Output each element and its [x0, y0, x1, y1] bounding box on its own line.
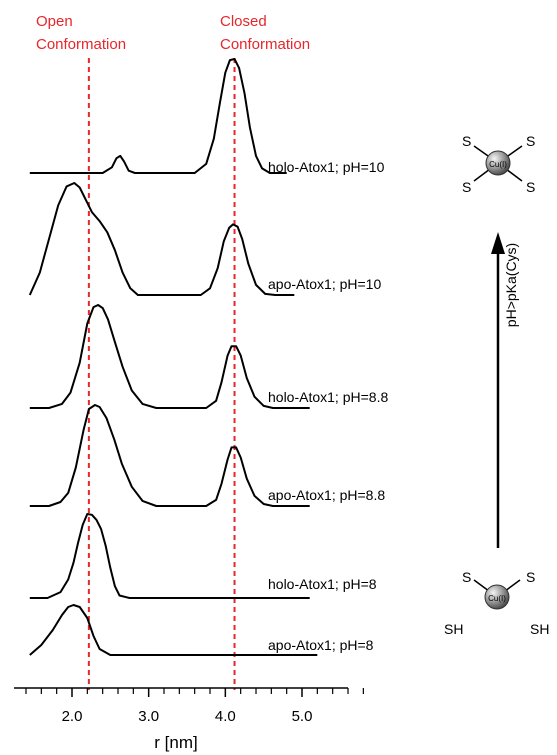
top-complex: Cu(I) S S S S — [462, 133, 535, 195]
reaction-arrow-head — [491, 232, 505, 254]
x-axis-label: r [nm] — [154, 733, 197, 752]
open-conformation-label-line1: Open — [36, 13, 73, 30]
series-holo-atox1-ph8-8 — [29, 304, 310, 409]
top-sulfur-2: S — [526, 133, 535, 149]
series-holo-atox1-ph8 — [29, 513, 310, 599]
series-label-holo-atox1-ph10: holo-Atox1; pH=10 — [268, 159, 385, 175]
bottom-copper-label: Cu(I) — [488, 594, 506, 603]
bottom-thiol-1: SH — [444, 621, 463, 637]
series-apo-atox1-ph8-8 — [29, 404, 310, 507]
bottom-copper-atom — [484, 584, 510, 610]
series-label-holo-atox1-ph8-8: holo-Atox1; pH=8.8 — [268, 389, 388, 405]
series-apo-atox1-ph10 — [28, 182, 295, 296]
top-copper-atom — [485, 150, 511, 176]
series-label-apo-atox1-ph10: apo-Atox1; pH=10 — [268, 276, 381, 292]
top-sulfur-3: S — [462, 179, 471, 195]
series-apo-atox1-ph8 — [29, 604, 318, 656]
open-conformation-label-line2: Conformation — [36, 36, 126, 53]
x-tick-label-2: 2.0 — [62, 708, 83, 725]
top-sulfur-4: S — [526, 179, 535, 195]
bottom-complex: Cu(I) S S SH SH — [444, 569, 549, 637]
bottom-thiol-2: SH — [530, 621, 549, 637]
series-label-holo-atox1-ph8: holo-Atox1; pH=8 — [268, 576, 377, 592]
x-tick-label-4: 4.0 — [215, 708, 236, 725]
top-copper-label: Cu(I) — [489, 160, 507, 169]
series-label-apo-atox1-ph8-8: apo-Atox1; pH=8.8 — [268, 487, 385, 503]
x-tick-label-3: 3.0 — [138, 708, 159, 725]
x-axis-minor-ticks — [25, 688, 364, 694]
series-label-apo-atox1-ph8: apo-Atox1; pH=8 — [268, 637, 374, 653]
closed-conformation-label-line2: Conformation — [220, 36, 310, 53]
reaction-arrow-label: pH>pKa(Cys) — [503, 243, 519, 327]
closed-conformation-label-line1: Closed — [220, 13, 267, 30]
top-sulfur-1: S — [462, 133, 471, 149]
bottom-sulfur-2: S — [526, 569, 535, 585]
series-holo-atox1-ph10 — [29, 58, 287, 174]
bottom-sulfur-1: S — [462, 569, 471, 585]
x-tick-label-5: 5.0 — [292, 708, 313, 725]
